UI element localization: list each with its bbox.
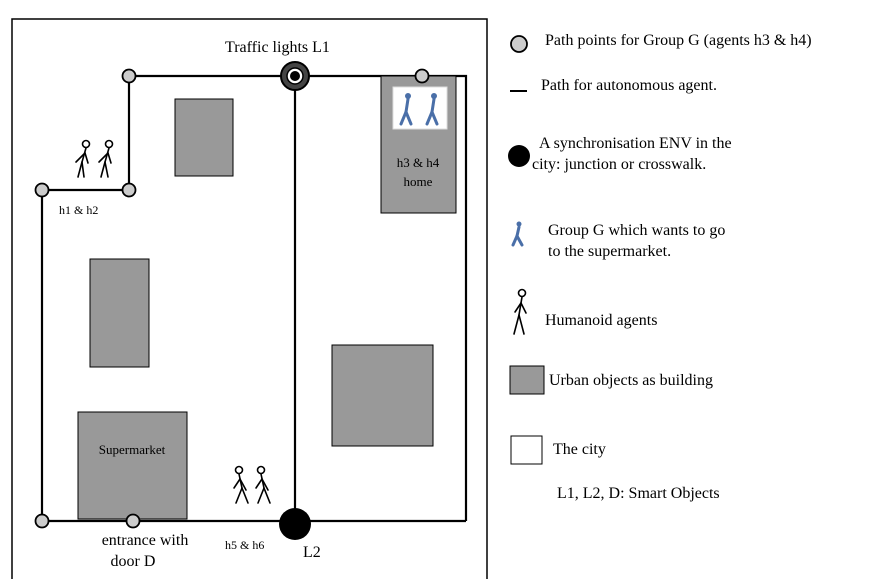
legend-humanoid-icon (513, 288, 527, 335)
legend-path-point-symbol (510, 35, 528, 53)
top-right-path (129, 74, 468, 521)
path-point (34, 182, 50, 198)
legend-sync-symbol (508, 145, 530, 167)
legend-path-label: Path for autonomous agent. (541, 77, 717, 94)
humanoid-h5-h6-icon (233, 465, 271, 504)
legend-sync-label: A synchronisation ENV in the (539, 135, 732, 152)
legend-group-label-line2: to the supermarket. (548, 243, 672, 260)
supermarket-label: Supermarket (99, 442, 166, 457)
building (331, 344, 434, 447)
path-point (414, 68, 430, 84)
traffic-light-l1 (280, 61, 310, 91)
entrance-label: entrance with (102, 532, 189, 549)
sync-env-l2 (279, 508, 311, 540)
home-label: h3 & h4 (397, 155, 440, 170)
traffic-lights-label: Traffic lights L1 (225, 39, 330, 56)
building (174, 98, 234, 177)
legend-smart-label: L1, L2, D: Smart Objects (557, 485, 720, 502)
home-label-line2: home (404, 174, 433, 189)
legend-humanoid-label: Humanoid agents (545, 312, 658, 329)
legend-building-symbol (509, 365, 545, 395)
building (89, 258, 150, 368)
path-point (125, 513, 141, 529)
l2-label: L2 (303, 544, 321, 561)
legend-path-points-label: Path points for Group G (agents h3 & h4) (545, 32, 812, 49)
path-point (34, 513, 50, 529)
legend-city-symbol (510, 435, 543, 465)
humanoid-h1-h2-icon (75, 139, 114, 178)
legend-sync-label-line2: city: junction or crosswalk. (532, 156, 707, 173)
legend-group-label: Group G which wants to go (548, 222, 726, 239)
legend-city-label: The city (553, 441, 606, 458)
group-g-icon (399, 93, 439, 126)
entrance-label-line2: door D (111, 553, 156, 570)
legend-group-g-icon (511, 221, 524, 247)
h5-h6-label: h5 & h6 (225, 538, 264, 552)
path-point (121, 182, 137, 198)
h1-h2-label: h1 & h2 (59, 203, 98, 217)
path-points (34, 68, 430, 529)
legend-urban-label: Urban objects as building (549, 372, 713, 389)
path-point (121, 68, 137, 84)
supermarket-building (77, 411, 188, 520)
